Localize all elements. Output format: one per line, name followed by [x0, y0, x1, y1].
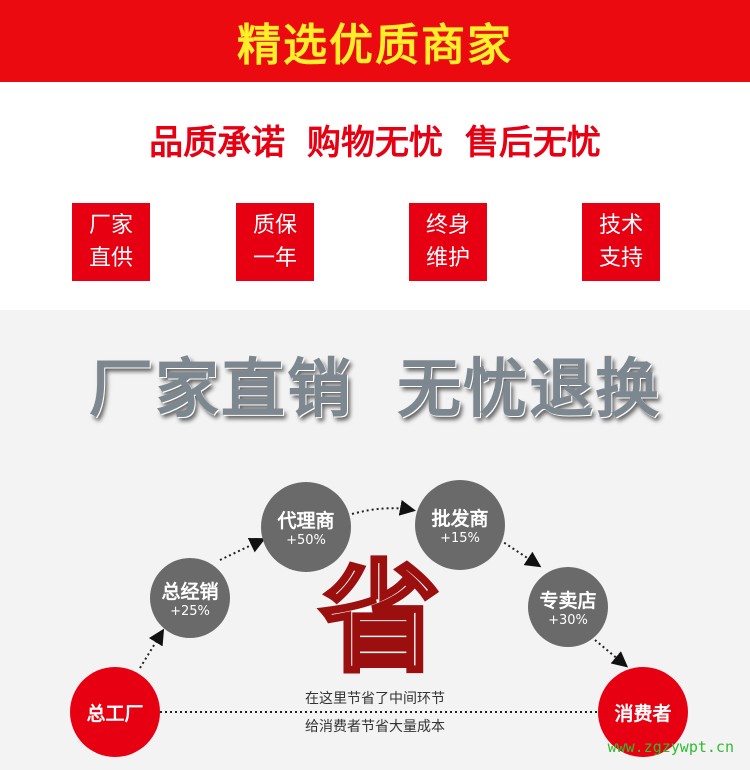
feature-line: 终身 [425, 213, 470, 238]
feature-support: 技术支持 [582, 203, 660, 281]
node-factory: 总工厂 [70, 667, 160, 757]
node-wholesaler: 批发商+15% [415, 480, 505, 570]
node-label: 专卖店 [539, 590, 597, 612]
node-label: 批发商 [431, 508, 489, 530]
node-markup: +50% [286, 533, 326, 548]
feature-factory-direct: 厂家直供 [72, 203, 150, 281]
node-label: 代理商 [277, 510, 335, 532]
feature-line: 质保 [252, 213, 297, 238]
node-label: 总工厂 [86, 702, 144, 725]
feature-line: 直供 [88, 246, 133, 271]
slogan: 品质承诺 购物无忧 售后无忧 [149, 123, 601, 163]
feature-line: 一年 [252, 246, 297, 271]
node-label: 总经销 [161, 581, 219, 603]
banner-title: 精选优质商家 [237, 20, 513, 71]
feature-line: 厂家 [88, 213, 133, 238]
node-distributor: 总经销+25% [150, 558, 230, 638]
feature-line: 维护 [425, 246, 470, 271]
feature-maintenance: 终身维护 [409, 203, 487, 281]
node-markup: +30% [548, 613, 588, 628]
node-agent: 代理商+50% [261, 482, 351, 572]
node-markup: +25% [170, 604, 210, 619]
node-store: 专卖店+30% [528, 567, 608, 647]
top-banner: 精选优质商家 [0, 0, 750, 82]
feature-warranty: 质保一年 [236, 203, 314, 281]
headline: 厂家直销 无忧退换 [88, 353, 662, 427]
node-markup: +15% [440, 531, 480, 546]
watermark: www.zgzywpt.cn [607, 738, 734, 756]
note-line-1: 在这里节省了中间环节 [305, 691, 445, 707]
node-label: 消费者 [614, 702, 672, 725]
feature-line: 技术 [598, 213, 643, 238]
feature-line: 支持 [598, 246, 643, 271]
note-line-2: 给消费者节省大量成本 [305, 719, 445, 735]
save-character: 省 [318, 550, 442, 689]
node-consumer: 消费者 [598, 667, 688, 757]
